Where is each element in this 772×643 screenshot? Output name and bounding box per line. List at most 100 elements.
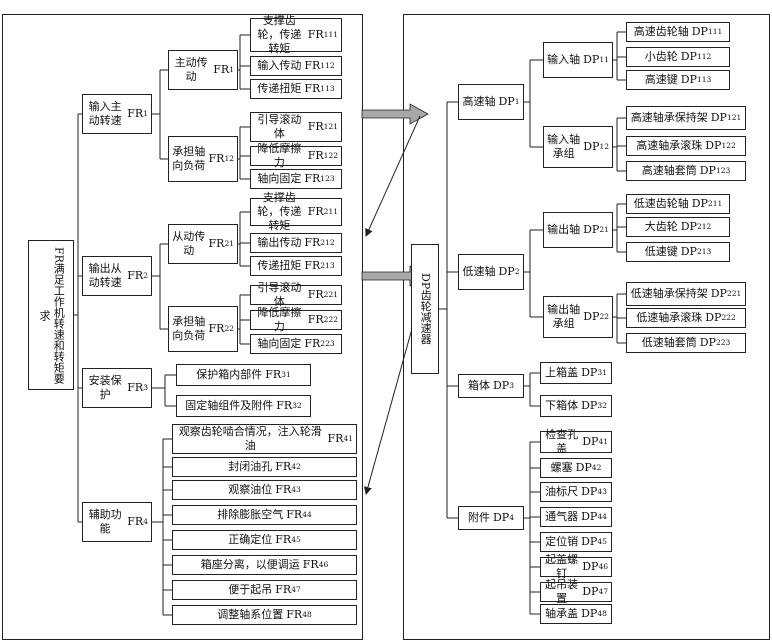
node-code: FR xyxy=(127,269,144,283)
node-code: DP xyxy=(583,140,600,154)
node-code: FR xyxy=(307,205,324,219)
node-code: DP xyxy=(492,511,510,525)
node-subscript: 123 xyxy=(320,174,335,184)
node-label: 低速轴承滚珠 xyxy=(636,311,703,325)
node-label: 安装保护 xyxy=(88,374,122,401)
node-label: 下箱体 xyxy=(545,399,579,413)
node-code: FR xyxy=(307,28,324,42)
node-code: FR xyxy=(307,149,324,163)
node-subscript: 2 xyxy=(514,267,520,277)
node-code: FR xyxy=(286,608,303,622)
node-subscript: 1 xyxy=(143,109,148,119)
node-code: DP xyxy=(691,197,708,211)
node-label: 箱体 xyxy=(467,379,490,393)
node-label: 便于起吊 xyxy=(228,583,273,597)
node-label: 固定轴组件及附件 xyxy=(185,399,274,413)
node-label: 观察油位 xyxy=(228,483,273,497)
node-code: DP xyxy=(680,50,697,64)
node-label: 大齿轮 xyxy=(644,220,678,234)
node-code: FR xyxy=(127,107,144,121)
node-label: 高速键 xyxy=(644,73,678,87)
node-code: FR xyxy=(208,237,225,251)
node-subscript: 3 xyxy=(509,381,514,391)
node-subscript: 42 xyxy=(591,463,602,473)
node-label: 油标尺 xyxy=(545,485,579,499)
node-subscript: 43 xyxy=(597,487,607,497)
node-label: 输入主动转速 xyxy=(88,100,122,127)
node-code: DP xyxy=(575,461,592,475)
node-label: 承担轴向负荷 xyxy=(172,145,206,172)
node-label: 支撑齿轮，传递转矩 xyxy=(257,191,302,232)
node-subscript: 223 xyxy=(320,339,335,349)
node-code: DP xyxy=(680,245,697,259)
node-code: DP xyxy=(582,585,599,599)
node-label: 高速轴 xyxy=(462,95,496,109)
node-code: DP xyxy=(582,435,599,449)
node-label: 起盖螺钉 xyxy=(545,553,579,580)
node-label: 降低摩擦力 xyxy=(257,306,302,333)
node-label: 上箱盖 xyxy=(545,366,579,380)
node-code: FR xyxy=(213,63,230,77)
node-code: DP xyxy=(583,53,600,67)
node-code: DP xyxy=(705,139,722,153)
node-code: FR xyxy=(307,288,324,302)
node-subscript: 221 xyxy=(726,289,742,299)
node-label: 引导滚动体 xyxy=(257,281,302,308)
node-code: DP xyxy=(581,399,598,413)
node-label: 轴承盖 xyxy=(545,607,579,621)
node-code: FR xyxy=(127,515,144,529)
node-label: 起吊装置 xyxy=(545,578,579,605)
node-subscript: 3 xyxy=(143,383,148,393)
node-subscript: 31 xyxy=(281,370,291,380)
node-subscript: 43 xyxy=(291,485,301,495)
node-label: 传递扭矩 xyxy=(257,259,302,273)
node-label: 输出从动转速 xyxy=(88,262,122,289)
node-label: 定位销 xyxy=(545,535,579,549)
node-code: FR xyxy=(307,313,324,327)
node-code: FR xyxy=(208,152,225,166)
node-code: DP xyxy=(680,73,697,87)
node-code: DP xyxy=(705,311,722,325)
node-code: FR xyxy=(208,322,225,336)
node-subscript: 32 xyxy=(292,401,302,411)
node-code: DP xyxy=(498,95,515,109)
node-subscript: 222 xyxy=(721,313,736,323)
node-label: 低速轴 xyxy=(462,265,496,279)
node-code: DP xyxy=(583,310,600,324)
node-subscript: 2 xyxy=(143,271,148,281)
node-code: DP xyxy=(492,379,510,393)
node-subscript: 212 xyxy=(320,238,335,248)
node-subscript: 4 xyxy=(509,513,514,523)
node-label: 观察齿轮啮合情况，注入轮滑油 xyxy=(178,425,322,452)
node-code: FR xyxy=(275,460,292,474)
node-subscript: 122 xyxy=(721,141,736,151)
node-subscript: 21 xyxy=(224,239,234,249)
node-label: 高速轴承滚珠 xyxy=(636,139,703,153)
node-subscript: 213 xyxy=(320,261,335,271)
